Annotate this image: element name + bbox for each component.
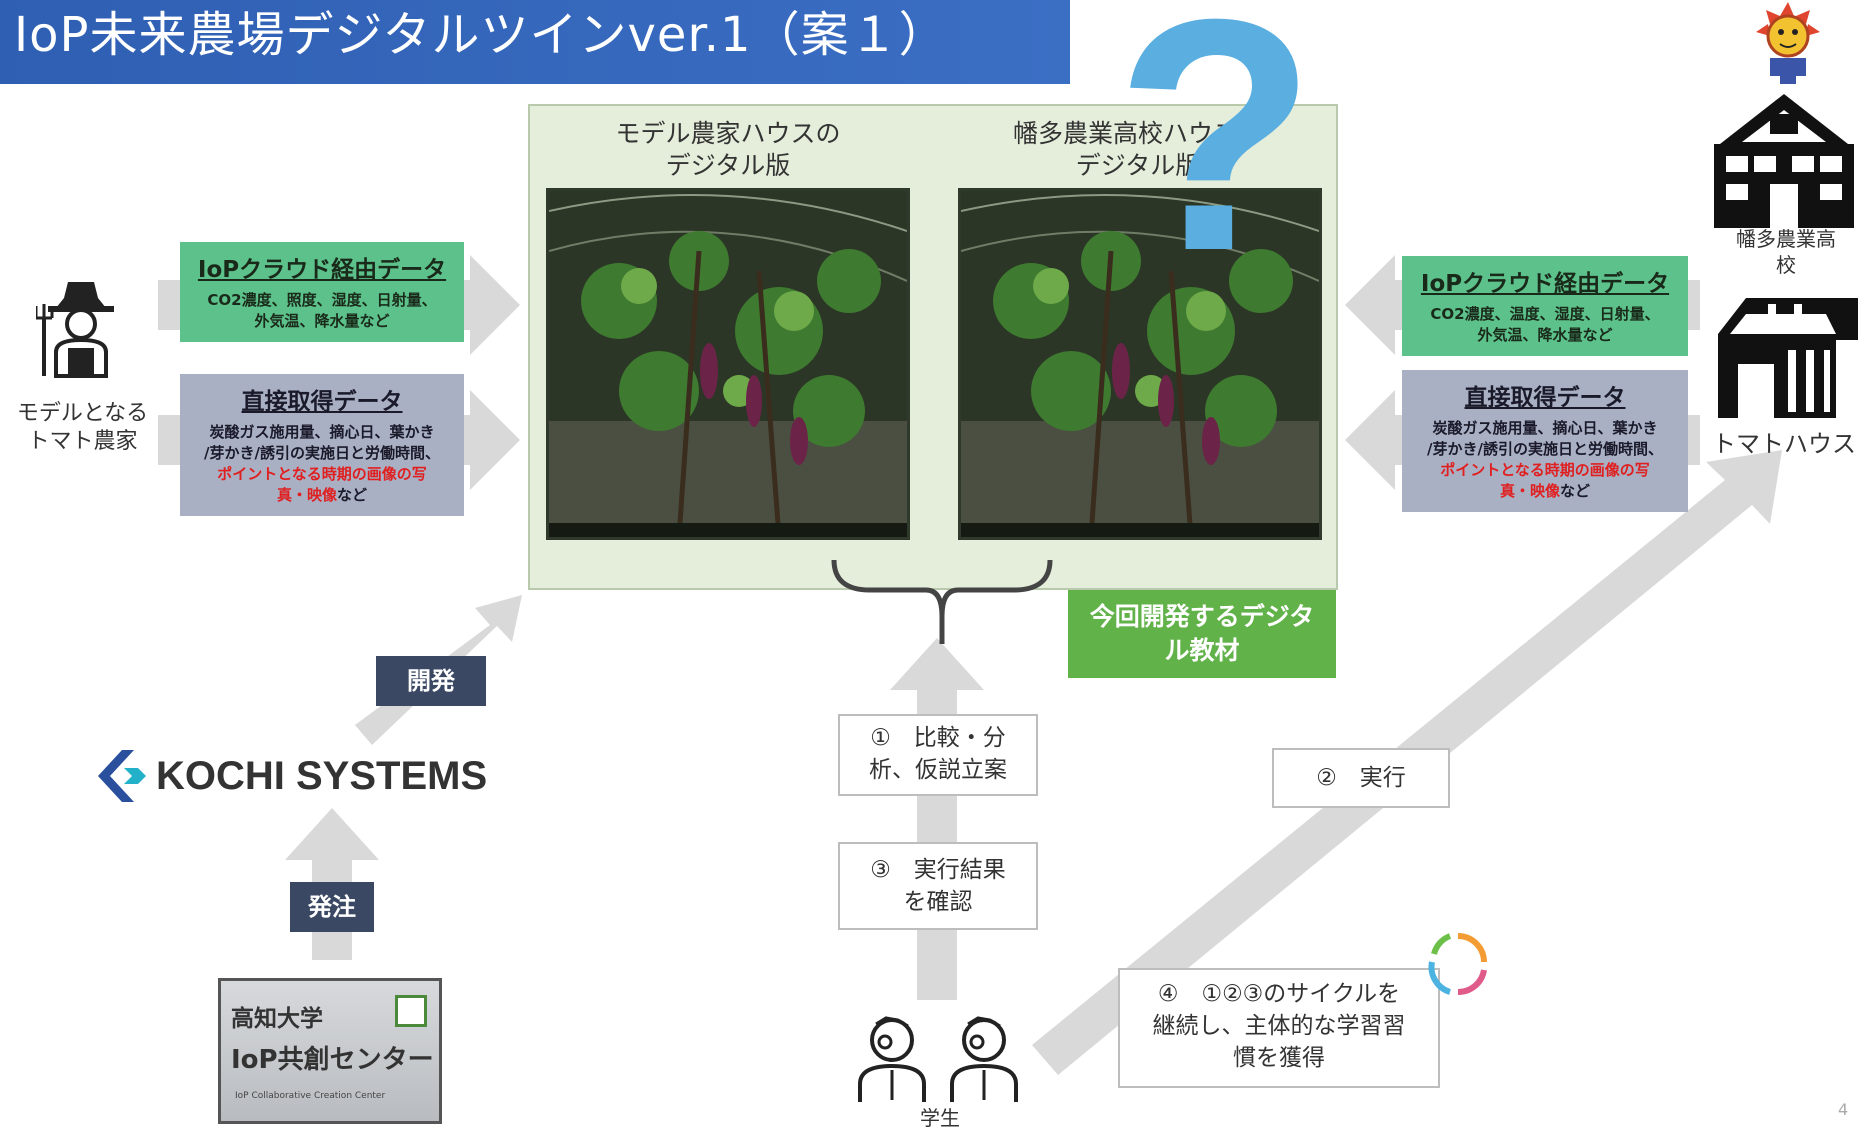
left-direct-red: ポイントとなる時期の画像の写 真・映像 (217, 465, 427, 504)
left-direct-header: 直接取得データ (241, 389, 403, 415)
farmer-icon (36, 282, 114, 378)
arrow-students-up (890, 638, 984, 1000)
develop-label: 開発 (376, 656, 486, 706)
right-direct-header: 直接取得データ (1464, 385, 1626, 411)
page-title: IoP未来農場デジタルツインver.1（案１） (0, 0, 1070, 84)
left-cloud-header: IoPクラウド経由データ (197, 257, 447, 283)
school-mascot-icon (1756, 2, 1820, 84)
left-direct-tail: など (337, 486, 368, 504)
left-direct-body: 炭酸ガス施用量、摘心日、葉かき /芽かき/誘引の実施日と労働時間、 ポイントとな… (180, 422, 464, 506)
left-direct-data-box: 直接取得データ 炭酸ガス施用量、摘心日、葉かき /芽かき/誘引の実施日と労働時間… (180, 374, 464, 516)
right-cloud-body: CO2濃度、温度、湿度、日射量、 外気温、降水量など (1430, 305, 1660, 344)
house-left-label: モデル農家ハウスの デジタル版 (615, 119, 841, 180)
page-number: 4 (1838, 1100, 1849, 1119)
greenhouse-photo-left (546, 188, 910, 540)
right-direct-tail: など (1560, 482, 1591, 500)
greenhouse-photo-right (958, 188, 1322, 540)
right-direct-line1: 炭酸ガス施用量、摘心日、葉かき (1432, 419, 1658, 437)
sign-line1: 高知大学 (231, 1006, 323, 1032)
question-mark-icon: ? (1115, 0, 1317, 319)
step4-box: ④ ①②③のサイクルを 継続し、主体的な学習習 慣を獲得 (1118, 968, 1440, 1088)
left-cloud-data-box: IoPクラウド経由データ CO2濃度、照度、湿度、日射量、 外気温、降水量など (180, 242, 464, 342)
sign-line2: IoP共創センター (231, 1045, 434, 1075)
right-direct-data-box: 直接取得データ 炭酸ガス施用量、摘心日、葉かき /芽かき/誘引の実施日と労働時間… (1402, 370, 1688, 512)
right-direct-line2: /芽かき/誘引の実施日と労働時間、 (1427, 440, 1663, 458)
students-caption: 学生 (920, 1106, 960, 1130)
kochi-systems-logo-icon (98, 750, 146, 802)
iop-center-sign: 高知大学 IoP共創センター IoP Collaborative Creatio… (218, 978, 442, 1124)
left-direct-line1: 炭酸ガス施用量、摘心日、葉かき (209, 423, 435, 441)
school-building-icon (1714, 94, 1854, 228)
students-icon (858, 1016, 1018, 1102)
sign-qr-icon (395, 995, 427, 1027)
right-cloud-header: IoPクラウド経由データ (1420, 271, 1670, 297)
cycle-icon (1428, 933, 1487, 996)
step1-box: ① 比較・分 析、仮説立案 (838, 714, 1038, 796)
step2-box: ② 実行 (1272, 748, 1450, 808)
tomato-house-icon (1718, 298, 1858, 418)
left-cloud-body: CO2濃度、照度、湿度、日射量、 外気温、降水量など (207, 291, 437, 330)
right-direct-red: ポイントとなる時期の画像の写 真・映像 (1440, 461, 1650, 500)
farmer-caption: モデルとなる トマト農家 (16, 401, 149, 454)
dev-material-badge: 今回開発するデジタ ル教材 (1068, 590, 1336, 678)
brace-icon (831, 559, 1053, 644)
school-caption: 幡多農業高 校 (1736, 227, 1836, 277)
right-cloud-data-box: IoPクラウド経由データ CO2濃度、温度、湿度、日射量、 外気温、降水量など (1402, 256, 1688, 356)
company-name: KOCHI SYSTEMS (156, 754, 488, 798)
house-right-label: 幡多農業高校ハウスの デジタル版 (1012, 119, 1263, 180)
sign-line3: IoP Collaborative Creation Center (235, 1091, 386, 1101)
step3-box: ③ 実行結果 を確認 (838, 842, 1038, 930)
tomato-house-caption: トマトハウス (1712, 430, 1856, 458)
right-direct-body: 炭酸ガス施用量、摘心日、葉かき /芽かき/誘引の実施日と労働時間、 ポイントとな… (1402, 418, 1688, 502)
left-direct-line2: /芽かき/誘引の実施日と労働時間、 (204, 444, 440, 462)
order-label: 発注 (290, 882, 374, 932)
